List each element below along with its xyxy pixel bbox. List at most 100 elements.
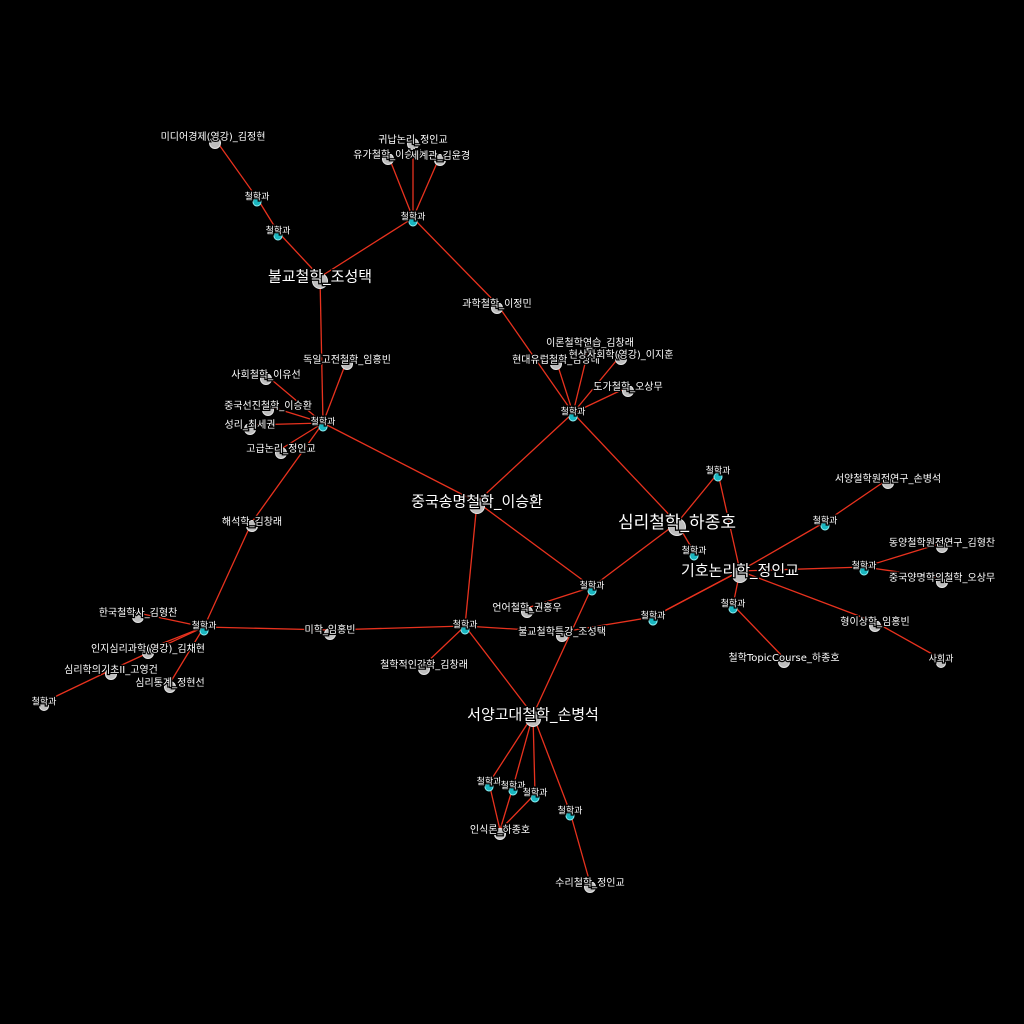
- department-node[interactable]: [252, 197, 262, 207]
- course-node[interactable]: [882, 477, 894, 489]
- department-node[interactable]: [587, 586, 597, 596]
- course-label: 심리통계_정현선: [135, 677, 204, 689]
- department-label: 철학과: [401, 212, 426, 223]
- course-node[interactable]: [521, 606, 533, 618]
- department-label: 철학과: [561, 407, 586, 418]
- graph-edge: [717, 472, 741, 572]
- course-node[interactable]: [469, 498, 485, 514]
- department-node[interactable]: [568, 412, 578, 422]
- department-node[interactable]: [530, 793, 540, 803]
- label-layer: 미디어경제(영강)_김정현철학과철학과불교철학_조성택귀납논리_정인교유가철학_…: [30, 129, 996, 891]
- course-label: 현대유럽철학_김상례: [512, 354, 600, 366]
- course-node[interactable]: [668, 518, 686, 536]
- course-node[interactable]: [936, 576, 948, 588]
- course-node[interactable]: [525, 711, 541, 727]
- department-label: 철학과: [813, 516, 838, 527]
- department-node[interactable]: [713, 472, 723, 482]
- graph-edge: [488, 714, 534, 784]
- course-node[interactable]: [615, 353, 627, 365]
- course-node[interactable]: [246, 520, 258, 532]
- course-label: 귀납논리_정인교: [378, 134, 447, 146]
- course-node[interactable]: [936, 541, 948, 553]
- course-node[interactable]: [244, 423, 256, 435]
- course-label: 독일고전철학_임홍빈: [303, 353, 391, 366]
- graph-edge: [464, 501, 478, 627]
- course-node[interactable]: [262, 404, 274, 416]
- course-node[interactable]: [491, 302, 503, 314]
- edge-layer: [43, 138, 943, 884]
- department-node[interactable]: [273, 231, 283, 241]
- course-node[interactable]: [260, 373, 272, 385]
- graph-edge: [464, 625, 534, 716]
- course-node[interactable]: [275, 447, 287, 459]
- course-label: 심리학의기초II_고영건: [64, 664, 158, 676]
- course-node[interactable]: [324, 628, 336, 640]
- department-node[interactable]: [318, 422, 328, 432]
- department-label: 철학과: [558, 806, 583, 817]
- course-node[interactable]: [418, 663, 430, 675]
- course-label: 도가철학_오상무: [593, 381, 662, 393]
- course-label: 한국철학사_김형찬: [99, 607, 178, 619]
- course-node[interactable]: [869, 620, 881, 632]
- course-node[interactable]: [341, 358, 353, 370]
- course-node[interactable]: [132, 611, 144, 623]
- course-label: 서양철학원전연구_손병석: [835, 473, 941, 485]
- course-node[interactable]: [164, 681, 176, 693]
- course-node[interactable]: [434, 154, 446, 166]
- department-label: 철학과: [501, 781, 526, 792]
- course-label: 중국양명학의철학_오상무: [889, 572, 995, 584]
- course-node[interactable]: [936, 658, 946, 668]
- department-node[interactable]: [648, 616, 658, 626]
- course-label: 철학적인간학_김창래: [380, 659, 468, 671]
- course-label: 중국송명철학_이승환: [411, 493, 543, 512]
- department-node[interactable]: [820, 521, 830, 531]
- course-node[interactable]: [584, 341, 596, 353]
- department-label: 철학과: [852, 561, 877, 572]
- course-node[interactable]: [732, 567, 748, 583]
- course-node[interactable]: [778, 656, 790, 668]
- graph-edge: [203, 521, 253, 628]
- department-label: 철학과: [453, 620, 478, 631]
- graph-edge: [532, 714, 536, 795]
- course-node[interactable]: [209, 137, 221, 149]
- department-node[interactable]: [408, 217, 418, 227]
- graph-edge: [874, 621, 942, 660]
- graph-edge: [591, 522, 678, 588]
- course-node[interactable]: [550, 358, 562, 370]
- department-node[interactable]: [859, 566, 869, 576]
- department-node[interactable]: [689, 551, 699, 561]
- course-node[interactable]: [382, 153, 394, 165]
- course-node[interactable]: [622, 385, 634, 397]
- department-node[interactable]: [199, 626, 209, 636]
- course-node[interactable]: [584, 881, 596, 893]
- graph-edge: [169, 626, 205, 684]
- department-node[interactable]: [484, 782, 494, 792]
- course-label: 동양철학원전연구_김형찬: [889, 537, 995, 549]
- course-label: 형이상학_임홍빈: [840, 615, 909, 628]
- course-node[interactable]: [105, 668, 117, 680]
- department-label: 철학과: [523, 788, 548, 799]
- course-node[interactable]: [494, 828, 506, 840]
- course-label: 미학_임홍빈: [305, 623, 356, 636]
- course-node[interactable]: [407, 138, 419, 150]
- course-node[interactable]: [39, 701, 49, 711]
- course-label: 고급논리_정인교: [246, 443, 315, 455]
- department-label: 철학과: [477, 777, 502, 788]
- course-node[interactable]: [142, 647, 154, 659]
- course-label: 수리철학_정인교: [555, 877, 624, 889]
- department-label: 철학과: [192, 621, 217, 632]
- department-node[interactable]: [565, 811, 575, 821]
- course-label: 사회과: [929, 654, 954, 665]
- course-node[interactable]: [556, 630, 568, 642]
- course-node[interactable]: [312, 273, 328, 289]
- graph-edge: [319, 217, 414, 278]
- department-node[interactable]: [728, 604, 738, 614]
- course-label: 기호논리학_정인교: [681, 562, 799, 581]
- graph-edge: [251, 422, 324, 523]
- department-label: 철학과: [706, 466, 731, 477]
- department-node[interactable]: [460, 625, 470, 635]
- course-label: 이론철학연습_김창래: [546, 337, 634, 349]
- course-label: 세계관_김윤경: [410, 149, 470, 162]
- department-label: 철학과: [721, 599, 746, 610]
- department-node[interactable]: [508, 786, 518, 796]
